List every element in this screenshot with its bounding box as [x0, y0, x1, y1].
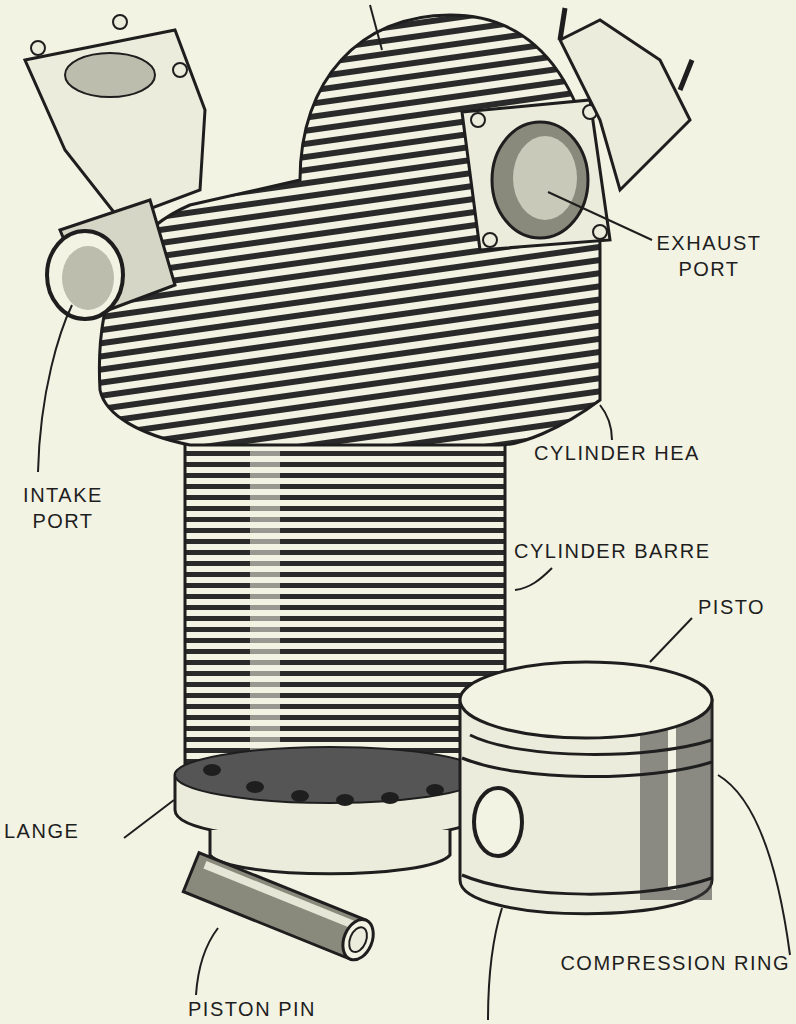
- cylinder-barrel: [185, 420, 505, 765]
- leader-lines: [38, 5, 790, 1020]
- part-label: INTAKE PORT: [2, 482, 124, 534]
- piston-pin: [183, 853, 379, 965]
- part-label: PISTON PIN: [188, 996, 388, 1022]
- part-label: LANGE: [4, 818, 114, 844]
- intake-port: [47, 231, 123, 319]
- part-label: COMPRESSION RING: [548, 950, 790, 976]
- part-label: CYLINDER BARRE: [514, 538, 794, 564]
- part-label: CYLINDER HEA: [534, 440, 794, 466]
- part-label: PISTO: [698, 594, 794, 620]
- exhaust-port: [492, 122, 588, 238]
- part-label: EXHAUST PORT: [650, 230, 768, 282]
- intake-flange: [25, 30, 205, 220]
- exhaust-flange: [462, 100, 610, 250]
